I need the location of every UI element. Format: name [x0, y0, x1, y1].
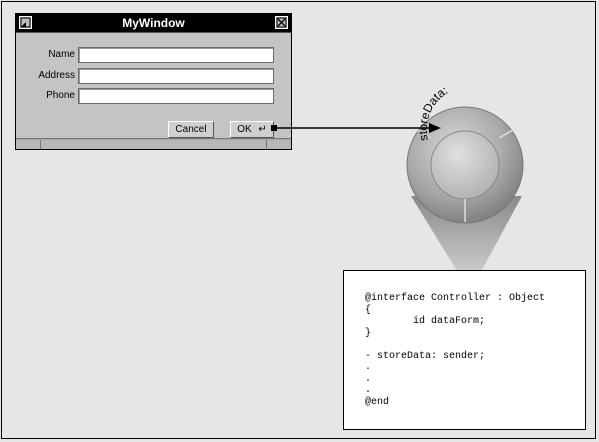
code-line: . — [365, 385, 372, 396]
address-field[interactable] — [78, 68, 274, 84]
code-line: { — [365, 304, 372, 316]
window-content: Name Address Phone Cancel OK ↵ — [16, 33, 291, 139]
name-label: Name — [48, 49, 75, 60]
window-title: MyWindow — [122, 16, 185, 30]
code-panel: @interface Controller : Object { id data… — [343, 270, 586, 430]
cancel-button[interactable]: Cancel — [168, 121, 214, 138]
ok-button[interactable]: OK ↵ — [230, 121, 274, 138]
code-line: @end — [365, 396, 390, 408]
window-titlebar[interactable]: MyWindow — [16, 14, 291, 33]
code-line: @interface Controller : Object — [365, 293, 546, 304]
resize-divider — [266, 140, 267, 149]
action-dial[interactable] — [406, 106, 524, 224]
code-line: } — [365, 327, 372, 339]
resize-divider — [40, 140, 41, 149]
code-listing: @interface Controller : Object { id data… — [365, 293, 545, 408]
callout-pointer — [411, 196, 522, 292]
close-icon[interactable] — [275, 16, 288, 29]
ok-button-label: OK — [237, 124, 252, 135]
connection-arrowhead — [429, 123, 441, 133]
connection-source-handle[interactable] — [271, 125, 277, 131]
code-line: . — [365, 373, 372, 385]
code-line: . — [365, 362, 372, 373]
my-window: MyWindow Name Address Phone Cancel OK ↵ — [15, 13, 292, 150]
cancel-button-label: Cancel — [175, 124, 207, 135]
window-menu-icon[interactable] — [19, 16, 32, 29]
resize-bar[interactable] — [16, 140, 291, 149]
phone-label: Phone — [46, 90, 75, 101]
name-field[interactable] — [78, 47, 274, 63]
code-line: - storeData: sender; — [365, 350, 486, 362]
address-label: Address — [38, 70, 75, 81]
code-line: id dataForm; — [365, 316, 486, 327]
phone-field[interactable] — [78, 88, 274, 104]
return-icon: ↵ — [258, 124, 267, 135]
